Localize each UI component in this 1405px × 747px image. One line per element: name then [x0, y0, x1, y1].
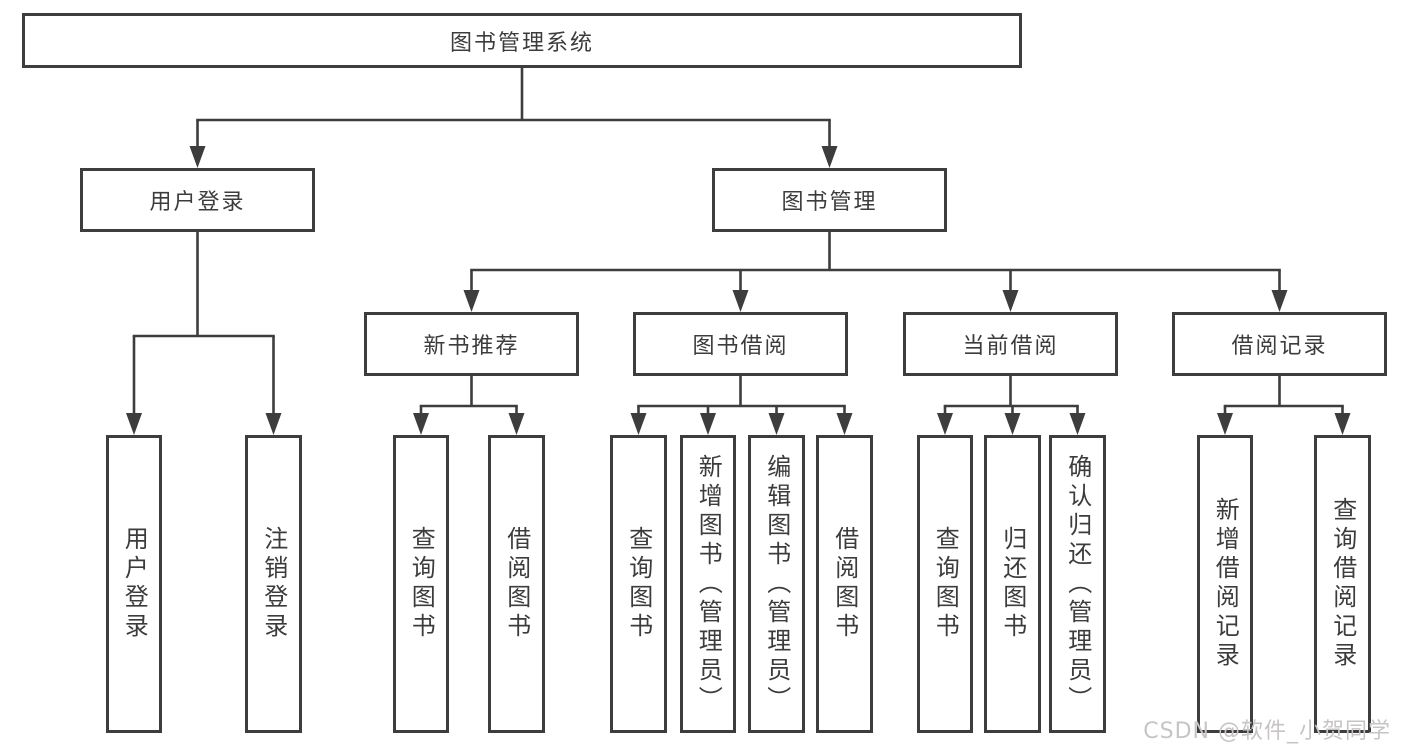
node-label-current-borrow: 当前借阅	[962, 334, 1059, 359]
node-label-leaf-bb-query: 查询图书	[624, 526, 653, 642]
arrowhead-leaf-logout	[265, 413, 282, 435]
arrowhead-leaf-bb-borrow	[836, 413, 853, 435]
node-leaf-cb-query: 查询图书	[917, 435, 973, 733]
node-leaf-nb-query: 查询图书	[393, 435, 449, 733]
node-root: 图书管理系统	[22, 13, 1022, 68]
node-leaf-user-login: 用户登录	[106, 435, 162, 733]
node-label-leaf-logout: 注销登录	[259, 526, 288, 642]
node-leaf-bb-add: 新增图书（管理员）	[680, 435, 736, 733]
node-label-root: 图书管理系统	[449, 30, 594, 56]
node-leaf-bb-edit: 编辑图书（管理员）	[748, 435, 805, 733]
node-leaf-cb-confirm: 确认归还（管理员）	[1049, 435, 1106, 733]
arrowhead-book-borrow	[732, 290, 749, 312]
node-label-book-mgmt: 图书管理	[781, 190, 878, 215]
arrowhead-new-book-rec	[463, 290, 480, 312]
arrowhead-leaf-br-query	[1334, 413, 1351, 435]
node-label-user-login: 用户登录	[149, 190, 246, 215]
node-label-leaf-cb-query: 查询图书	[931, 526, 960, 642]
node-leaf-bb-borrow: 借阅图书	[816, 435, 873, 733]
arrowhead-leaf-br-add	[1217, 413, 1233, 435]
arrowhead-borrow-records	[1271, 290, 1288, 312]
arrowhead-current-borrow	[1002, 290, 1019, 312]
node-leaf-logout: 注销登录	[245, 435, 302, 733]
node-leaf-cb-return: 归还图书	[984, 435, 1041, 733]
arrowhead-leaf-nb-query	[413, 413, 429, 435]
node-label-leaf-bb-edit: 编辑图书（管理员）	[762, 453, 791, 715]
node-label-new-book-rec: 新书推荐	[423, 334, 520, 359]
arrowhead-leaf-cb-query	[937, 413, 953, 435]
node-label-leaf-nb-query: 查询图书	[407, 526, 436, 642]
node-borrow-records: 借阅记录	[1172, 312, 1387, 376]
arrowhead-book-mgmt	[821, 146, 838, 168]
node-label-leaf-nb-borrow: 借阅图书	[502, 526, 531, 642]
arrowhead-leaf-cb-return	[1004, 413, 1021, 435]
node-label-leaf-user-login: 用户登录	[120, 526, 149, 642]
node-leaf-bb-query: 查询图书	[610, 435, 667, 733]
node-user-login: 用户登录	[80, 168, 315, 232]
arrowhead-leaf-bb-edit	[768, 413, 785, 435]
node-new-book-rec: 新书推荐	[364, 312, 579, 376]
node-label-borrow-records: 借阅记录	[1231, 334, 1328, 359]
node-leaf-nb-borrow: 借阅图书	[488, 435, 545, 733]
arrowhead-leaf-user-login	[126, 413, 142, 435]
arrowhead-leaf-bb-query	[630, 413, 647, 435]
node-label-leaf-cb-return: 归还图书	[998, 526, 1027, 642]
arrowhead-user-login	[189, 146, 206, 168]
node-book-mgmt: 图书管理	[712, 168, 947, 232]
arrowhead-leaf-bb-add	[700, 413, 716, 435]
node-leaf-br-add: 新增借阅记录	[1197, 435, 1253, 733]
node-label-book-borrow: 图书借阅	[692, 334, 789, 359]
node-leaf-br-query: 查询借阅记录	[1314, 435, 1371, 733]
arrowhead-leaf-cb-confirm	[1069, 413, 1086, 435]
node-label-leaf-cb-confirm: 确认归还（管理员）	[1063, 453, 1092, 715]
watermark: CSDN @软件_小贺同学	[1143, 719, 1391, 744]
node-current-borrow: 当前借阅	[903, 312, 1118, 376]
node-label-leaf-br-add: 新增借阅记录	[1211, 497, 1240, 671]
node-label-leaf-bb-borrow: 借阅图书	[830, 526, 859, 642]
node-label-leaf-br-query: 查询借阅记录	[1328, 497, 1357, 671]
node-label-leaf-bb-add: 新增图书（管理员）	[694, 453, 723, 715]
node-book-borrow: 图书借阅	[633, 312, 848, 376]
arrowhead-leaf-nb-borrow	[508, 413, 525, 435]
